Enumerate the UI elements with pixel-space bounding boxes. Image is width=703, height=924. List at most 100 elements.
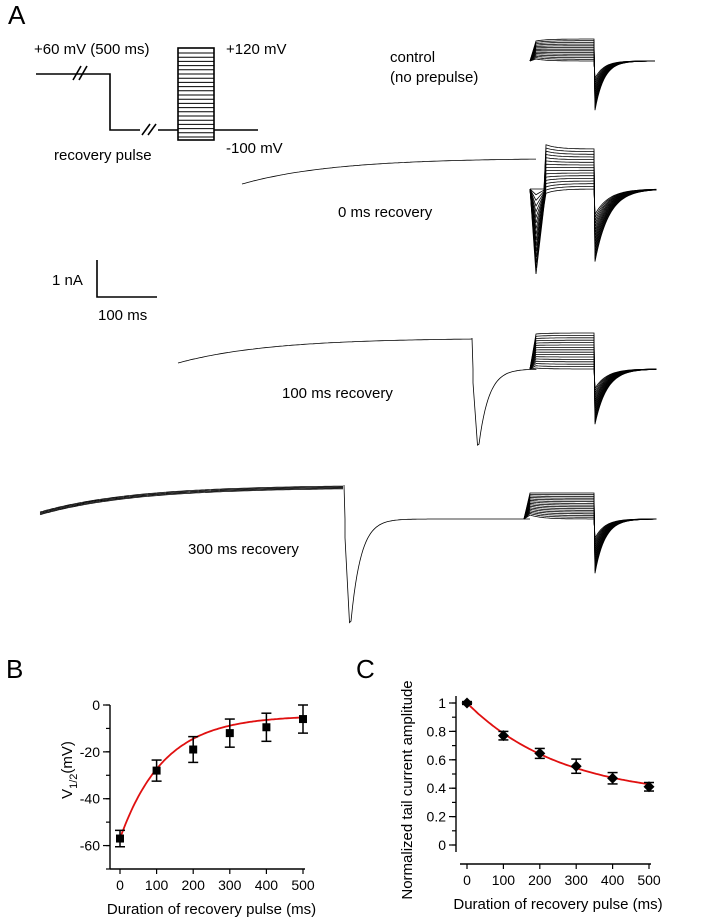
protocol-break-mark-3 — [141, 123, 151, 136]
prepulse-current-trace — [39, 485, 343, 513]
protocol-recovery-label: recovery pulse — [54, 147, 152, 164]
step-current-trace — [529, 47, 656, 99]
step-current-trace — [529, 339, 657, 418]
step-current-trace — [529, 351, 657, 406]
step-current-trace — [529, 367, 657, 390]
step-current-trace — [529, 43, 655, 103]
recovery-300ms-current-traces — [39, 484, 657, 624]
y-tick-label: 0 — [92, 697, 100, 713]
data-point — [607, 772, 619, 784]
step-current-trace — [529, 358, 657, 399]
data-point — [225, 729, 234, 738]
step-current-trace — [529, 154, 657, 253]
y-tick-label: 0.4 — [427, 780, 447, 796]
y-tick-label: 0.6 — [427, 752, 447, 768]
x-axis-label: Duration of recovery pulse (ms) — [453, 896, 662, 913]
data-point — [534, 747, 546, 759]
protocol-prepulse-line — [36, 73, 140, 131]
x-tick-label: 100 — [492, 872, 516, 888]
protocol-test-label: +120 mV — [226, 41, 286, 58]
x-tick-label: 200 — [182, 877, 206, 893]
prepulse-tail-current-trace — [343, 484, 530, 624]
data-point — [497, 730, 509, 742]
recovery-0ms-current-traces — [241, 144, 657, 275]
prepulse-current-trace — [177, 338, 473, 364]
protocol-break-mark-2 — [78, 65, 88, 81]
step-current-trace — [523, 508, 657, 548]
control-label: control — [390, 49, 435, 66]
scale-bar-time-label: 100 ms — [98, 307, 147, 324]
protocol-break-mark-1 — [72, 65, 82, 81]
step-current-trace — [529, 349, 657, 408]
recovery-0ms-label: 0 ms recovery — [338, 204, 433, 221]
x-tick-label: 200 — [528, 872, 552, 888]
fit-curve — [466, 702, 650, 786]
x-tick-label: 100 — [145, 877, 169, 893]
step-current-trace — [523, 492, 657, 574]
x-tick-label: 300 — [565, 872, 589, 888]
step-current-trace — [523, 514, 657, 540]
prepulse-current-trace — [39, 488, 343, 516]
prepulse-current-trace — [241, 158, 536, 185]
y-tick-label: 0.8 — [427, 723, 447, 739]
data-point — [116, 834, 124, 843]
x-tick-label: 400 — [601, 872, 625, 888]
step-current-trace — [529, 42, 655, 106]
step-current-trace — [529, 356, 657, 401]
step-current-trace — [529, 186, 657, 269]
step-current-trace — [523, 511, 657, 543]
recovery-100ms-current-traces — [177, 332, 657, 446]
step-current-trace — [529, 183, 657, 263]
y-axis-label: Normalized tail current amplitude — [399, 680, 416, 899]
x-tick-label: 300 — [218, 877, 242, 893]
prepulse-current-trace — [39, 487, 343, 515]
step-current-trace — [529, 188, 657, 275]
voltage-protocol — [36, 47, 258, 141]
step-current-trace — [529, 363, 657, 395]
x-tick-label: 500 — [291, 877, 315, 893]
control-sublabel: (no prepulse) — [390, 69, 478, 86]
prepulse-current-trace — [39, 486, 343, 514]
data-point — [152, 766, 161, 775]
y-tick-label: 1 — [438, 695, 446, 711]
data-point — [570, 760, 582, 772]
protocol-prepulse-label: +60 mV (500 ms) — [34, 41, 149, 58]
x-tick-label: 400 — [255, 877, 279, 893]
step-current-trace — [529, 38, 655, 111]
step-current-trace — [529, 157, 657, 250]
step-current-trace — [529, 150, 657, 256]
step-current-trace — [529, 335, 657, 422]
data-point — [262, 723, 271, 732]
data-point — [461, 697, 473, 709]
scale-bar — [96, 260, 157, 298]
scale-bar-current-label: 1 nA — [52, 272, 83, 289]
data-point — [643, 781, 655, 793]
panel-label-a: A — [8, 0, 26, 30]
fit-curve — [119, 716, 304, 839]
data-point — [189, 745, 198, 754]
protocol-break-mark-4 — [147, 123, 157, 136]
x-axis-label: Duration of recovery pulse (ms) — [107, 901, 316, 918]
control-current-traces — [529, 38, 656, 111]
x-tick-label: 0 — [463, 872, 471, 888]
y-tick-label: -60 — [80, 838, 100, 854]
panel-label-c: C — [356, 654, 375, 684]
step-current-trace — [529, 332, 657, 425]
panel-label-b: B — [6, 654, 23, 684]
protocol-holding-label: -100 mV — [226, 140, 283, 157]
x-tick-label: 0 — [116, 877, 124, 893]
data-point — [299, 715, 307, 724]
step-current-trace — [529, 342, 657, 415]
y-tick-label: -40 — [80, 791, 100, 807]
recovery-300ms-label: 300 ms recovery — [188, 541, 299, 558]
prepulse-tail-current-trace — [471, 337, 537, 446]
recovery-100ms-label: 100 ms recovery — [282, 385, 393, 402]
x-tick-label: 500 — [637, 872, 661, 888]
y-tick-label: -20 — [80, 744, 100, 760]
y-tick-label: 0.2 — [427, 809, 447, 825]
protocol-test-steps — [178, 52, 214, 138]
step-current-trace — [529, 344, 657, 413]
